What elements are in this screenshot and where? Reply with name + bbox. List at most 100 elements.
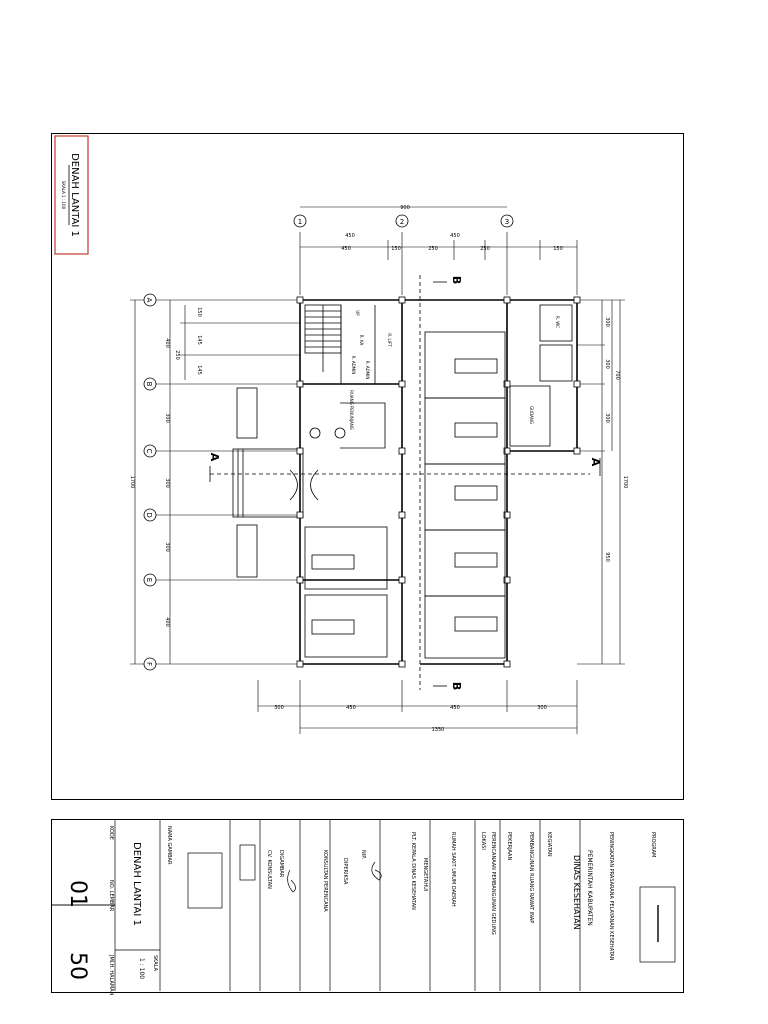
dim-right-2: 300: [604, 359, 610, 369]
dim-right-1: 300: [604, 317, 610, 327]
planner-label: DIGAMBAR: [278, 850, 284, 878]
bottom-dimensions: [257, 680, 578, 734]
mengetahui-label: MENGETAHUI: [422, 858, 428, 891]
dim-top-2: 450: [450, 233, 460, 239]
mengetahui-text: PLT. KEPALA DINAS KESEHATAN: [410, 832, 416, 910]
ward-rooms: [304, 331, 506, 659]
room-label-admin-1: R. ADMIN: [351, 356, 356, 375]
room-label-lift: R. LIFT: [387, 333, 392, 347]
agency-line-2: DINAS KESEHATAN: [572, 855, 581, 930]
dim-top-4: 150: [391, 246, 401, 252]
program-text: PENINGKATAN PRASARANA PELAYANAN KESEHATA…: [608, 832, 614, 961]
dim-bottom-2: 450: [346, 705, 356, 711]
section-marker-b-top: B: [450, 276, 463, 284]
svg-text:C: C: [145, 449, 153, 454]
left-dimensions: [130, 299, 300, 665]
top-dimensions: [299, 206, 578, 295]
grid-bubble-f: F: [143, 657, 157, 671]
stair-up-label: UP: [355, 310, 360, 316]
official-name: NIP.: [360, 850, 366, 859]
grid-bubble-1: 1: [293, 214, 307, 228]
dim-left-5: 400: [164, 617, 170, 627]
reception-desk: [340, 402, 386, 449]
dim-top-1: 450: [345, 233, 355, 239]
dim-left-2: 300: [164, 413, 170, 423]
planter-box: [236, 387, 258, 439]
dim-left-8: 145: [196, 335, 202, 345]
dim-top-total: 900: [400, 205, 410, 211]
dim-top-3: 450: [341, 246, 351, 252]
agency-line-1: PEMERINTAH KABUPATEN: [586, 850, 593, 926]
title-block-frame: [51, 819, 684, 993]
toilet-room: [539, 344, 573, 382]
checker-role: KONSULTAN PERENCANA: [322, 850, 328, 912]
structural-columns: [296, 296, 581, 668]
grid-bubble-a: A: [143, 293, 157, 307]
pekerjaan-text: PERENCANAAN PEMBANGUNAN GEDUNG: [490, 832, 496, 935]
svg-text:2: 2: [400, 218, 404, 226]
dim-right-3: 300: [604, 413, 610, 423]
grid-bubble-2: 2: [395, 214, 409, 228]
nama-gambar-label: NAMA GAMBAR: [166, 826, 172, 865]
svg-text:E: E: [145, 578, 153, 582]
agency-logo-box: [639, 886, 676, 963]
company-name: CV. KONSULTAN: [266, 850, 272, 889]
dim-left-total: 1700: [129, 476, 135, 489]
grid-bubble-b: B: [143, 377, 157, 391]
signature-mark: [371, 861, 382, 881]
checker-label: DIPERIKSA: [342, 858, 348, 885]
dim-bottom-total: 1350: [432, 727, 445, 733]
planter-box: [236, 524, 258, 578]
jumlah-label: JMLH. HALAMAN: [108, 954, 114, 996]
sheet-title-box: [54, 135, 89, 255]
program-label: PROGRAM: [650, 832, 656, 857]
sheet-number: 01: [65, 880, 90, 908]
sheet-title: DENAH LANTAI 1: [69, 153, 80, 237]
dim-bottom-1: 300: [274, 705, 284, 711]
total-sheets: 50: [65, 952, 90, 980]
room-label-gudang: GUDANG: [529, 406, 534, 424]
grid-bubble-c: C: [143, 444, 157, 458]
svg-text:A: A: [145, 298, 153, 303]
skala-value: 1 : 100: [138, 958, 145, 979]
kode-label: KODE: [108, 826, 114, 840]
room-label-penunjang: RUANG PENUNJANG: [349, 390, 354, 430]
grid-bubble-e: E: [143, 573, 157, 587]
grid-bubble-d: D: [143, 508, 157, 522]
dim-top-7: 150: [553, 246, 563, 252]
entrance-door-swing: [289, 469, 319, 501]
drawing-frame: [51, 133, 684, 800]
lokasi-text: RUMAH SAKIT UMUM DAERAH: [450, 832, 456, 907]
section-lines: [210, 275, 590, 690]
grid-bubble-3: 3: [500, 214, 514, 228]
dim-top-6: 250: [480, 246, 490, 252]
dim-top-5: 250: [428, 246, 438, 252]
chair-icon: [309, 427, 321, 439]
entrance-canopy: [232, 448, 304, 518]
sheet-scale: SKALA 1 : 100: [61, 181, 66, 210]
dim-bottom-3: 450: [450, 705, 460, 711]
svg-text:D: D: [145, 512, 153, 517]
room-label-ka: R. KA: [359, 335, 364, 346]
dim-right-4: 950: [604, 552, 610, 562]
dim-left-1: 400: [164, 338, 170, 348]
bed-icons: [311, 358, 498, 635]
dim-right-5: 700: [614, 370, 620, 380]
svg-text:B: B: [145, 382, 153, 387]
dim-bottom-4: 300: [537, 705, 547, 711]
dim-left-9: 145: [196, 365, 202, 375]
section-marker-a-right: A: [589, 458, 602, 467]
svg-text:F: F: [145, 662, 153, 666]
staircase: [304, 304, 342, 372]
kegiatan-label: KEGIATAN: [546, 832, 552, 857]
storage-room: [509, 385, 551, 447]
no-lembar-label: NO. LEMBAR: [108, 880, 114, 912]
toilet-room: [539, 304, 573, 342]
section-marker-a-left: A: [208, 453, 221, 462]
svg-text:1: 1: [298, 218, 302, 226]
dim-left-6: 150: [196, 307, 202, 317]
section-marker-b-bottom: B: [450, 682, 463, 690]
dim-right-total: 1700: [622, 476, 628, 489]
room-label-admin-2: R. ADMIN: [365, 361, 370, 380]
